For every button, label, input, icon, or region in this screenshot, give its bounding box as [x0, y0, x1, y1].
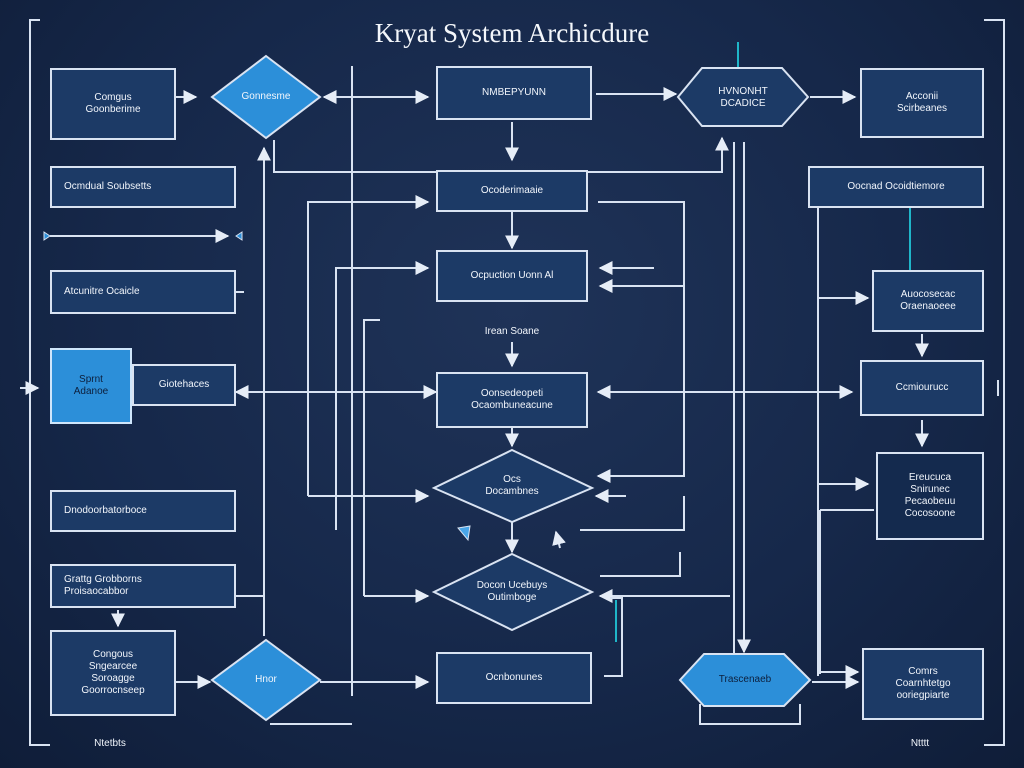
- bottom-left-diamond-label: Hnor: [255, 674, 277, 685]
- right-node-2[interactable]: Auocosecac Oraenaoeee: [872, 270, 984, 332]
- footer-right-label: Ntttt: [910, 738, 930, 749]
- center-note: Irean Soane: [484, 326, 540, 337]
- top-left-decision-diamond: [210, 54, 322, 140]
- center-diamond-1-label: Ocs Docambnes: [485, 474, 539, 497]
- bottom-right-process-hexagon: [678, 653, 812, 707]
- top-right-process-hexagon: [676, 67, 810, 127]
- right-node-5[interactable]: Comrs Coarnhtetgo ooriegpiarte: [862, 648, 984, 720]
- top-right-hexagon-label: HVNONHT DCADICE: [718, 86, 768, 109]
- right-node-4[interactable]: Ereucuca Snirunec Pecaobeuu Cocosoone: [876, 452, 984, 540]
- center-node-3[interactable]: Oonsedeopeti Ocaombuneacune: [436, 372, 588, 428]
- center-decision-diamond-1: [431, 448, 595, 524]
- bottom-left-node[interactable]: Congous Sngearcee Soroagge Goorrocnseep: [50, 630, 176, 716]
- bottom-right-hexagon-label: Trascenaeb: [718, 674, 772, 685]
- bottom-center-node[interactable]: Ocnbonunes: [436, 652, 592, 704]
- footer-left-label: Ntetbts: [94, 738, 126, 749]
- top-left-diamond-label: Gonnesme: [241, 91, 291, 102]
- right-node-3[interactable]: Ccmiourucc: [860, 360, 984, 416]
- top-left-node[interactable]: Comgus Goonberime: [50, 68, 176, 140]
- bottom-left-decision-diamond: [210, 638, 322, 722]
- right-node-1[interactable]: Oocnad Ocoidtiemore: [808, 166, 984, 208]
- left-node-2[interactable]: Atcunitre Ocaicle: [50, 270, 236, 314]
- top-right-node[interactable]: Acconii Scirbeanes: [860, 68, 984, 138]
- left-frame-bracket: [29, 19, 50, 746]
- left-node-3[interactable]: Giotehaces: [132, 364, 236, 406]
- center-node-1[interactable]: Ocoderimaaie: [436, 170, 588, 212]
- center-diamond-2-label: Docon Ucebuys Outimboge: [476, 580, 548, 603]
- left-node-1[interactable]: Ocmdual Soubsetts: [50, 166, 236, 208]
- top-center-node[interactable]: NMBEPYUNN: [436, 66, 592, 120]
- center-node-2[interactable]: Ocpuction Uonn Al: [436, 250, 588, 302]
- left-node-4[interactable]: Dnodoorbatorboce: [50, 490, 236, 532]
- right-frame-bracket: [984, 19, 1005, 746]
- center-decision-diamond-2: [431, 552, 595, 632]
- page-title: Kryat System Archicdure: [374, 18, 650, 48]
- left-highlight-node[interactable]: Sprnt Adanoe: [50, 348, 132, 424]
- left-node-5[interactable]: Grattg Grobborns Proisaocabbor: [50, 564, 236, 608]
